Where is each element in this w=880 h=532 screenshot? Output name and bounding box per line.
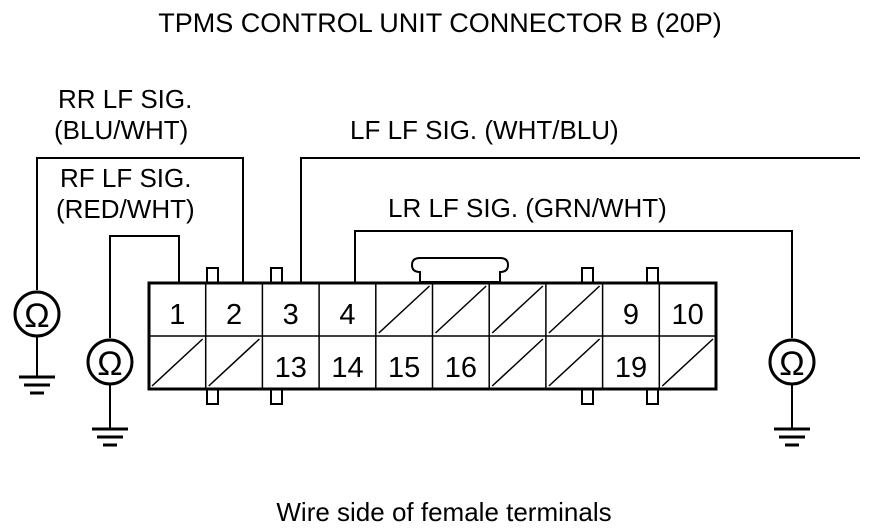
unused-cavity (208, 338, 260, 387)
unused-cavity (151, 338, 204, 387)
pin-2: 2 (226, 299, 242, 331)
ohmmeter-rr: Ω (13, 290, 61, 395)
pin-15: 15 (388, 352, 420, 384)
unused-cavity (661, 338, 714, 387)
pin-19: 19 (615, 352, 647, 384)
connector-latch (410, 257, 510, 283)
unused-cavity (548, 285, 601, 334)
unused-cavity (434, 285, 487, 334)
ohmmeter-rf: Ω (86, 338, 134, 447)
wire-label-rf-line2: (RED/WHT) (56, 194, 195, 224)
pin-4: 4 (339, 299, 355, 331)
diagram-caption: Wire side of female terminals (276, 497, 611, 527)
wire-rf-lf-sig (109, 235, 180, 338)
connector-cells: 1 2 3 4 9 10 13 14 15 16 19 (151, 283, 714, 389)
unused-cavity (548, 338, 601, 387)
pin-16: 16 (445, 352, 477, 384)
unused-cavity (491, 338, 544, 387)
pin-13: 13 (275, 352, 307, 384)
wire-label-lf: LF LF SIG. (WHT/BLU) (350, 115, 619, 145)
ohm-symbol-rf: Ω (97, 345, 122, 383)
pin-3: 3 (283, 299, 299, 331)
wire-lr-lf-sig (354, 230, 793, 338)
pin-9: 9 (623, 299, 639, 331)
pin-10: 10 (672, 299, 704, 331)
unused-cavity (378, 285, 431, 334)
unused-cavity (491, 285, 544, 334)
wire-label-lr: LR LF SIG. (GRN/WHT) (388, 193, 667, 223)
wire-rr-lf-sig (36, 157, 244, 290)
wire-label-rf-line1: RF LF SIG. (60, 163, 191, 193)
pin-1: 1 (169, 299, 185, 331)
pin-14: 14 (331, 352, 363, 384)
diagram-title: TPMS CONTROL UNIT CONNECTOR B (20P) (158, 8, 722, 38)
ohm-symbol-rr: Ω (24, 297, 49, 335)
wire-lf-lf-sig (300, 157, 860, 282)
ohm-symbol-lr: Ω (779, 345, 804, 383)
wire-label-rr-line2: (BLU/WHT) (54, 115, 188, 145)
wire-label-rr-line1: RR LF SIG. (58, 84, 192, 114)
ohmmeter-lr: Ω (768, 338, 816, 447)
